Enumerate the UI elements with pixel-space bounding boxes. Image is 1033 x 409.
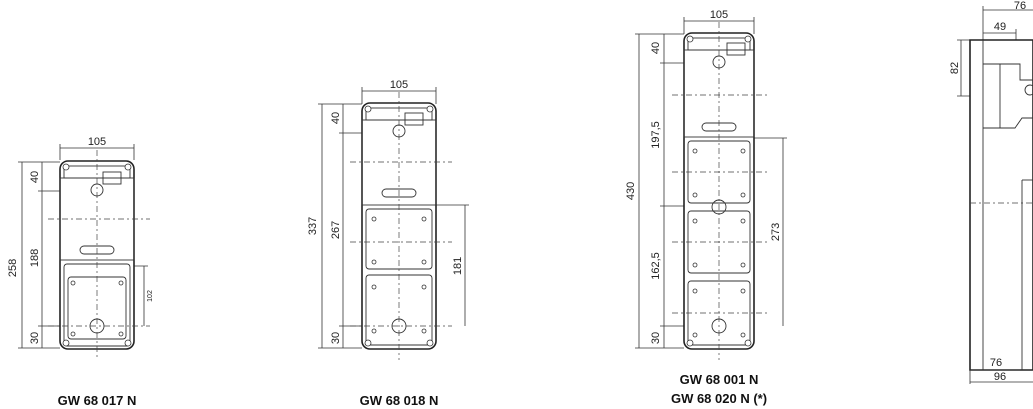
- width-label: 105: [88, 136, 106, 148]
- height-162-label: 162,5: [650, 252, 662, 280]
- caption-line-1: GW 68 001 N: [680, 372, 759, 387]
- caption: GW 68 017 N: [58, 393, 137, 408]
- drawing-side-view: 76 49 82 76 96: [949, 0, 1033, 384]
- height-40-label: 40: [330, 112, 342, 124]
- height-102-label: 102: [147, 290, 154, 302]
- caption-line-2: GW 68 020 N (*): [671, 391, 767, 406]
- height-273-label: 273: [770, 223, 782, 241]
- height-181-label: 181: [452, 257, 464, 275]
- height-40-label: 40: [650, 42, 662, 54]
- depth-49-label: 49: [994, 21, 1006, 33]
- drawing-gw68018n: 105 337 267 40 30 181 GW 68 018 N: [307, 79, 469, 408]
- width-label: 105: [390, 79, 408, 91]
- height-30-label: 30: [29, 332, 41, 344]
- height-total-label: 337: [307, 217, 319, 235]
- height-40-label: 40: [29, 171, 41, 183]
- height-197-label: 197,5: [650, 121, 662, 149]
- caption: GW 68 018 N: [360, 393, 439, 408]
- height-30-label: 30: [650, 332, 662, 344]
- height-267-label: 267: [330, 221, 342, 239]
- height-188-label: 188: [29, 249, 41, 267]
- drawing-gw68017n: 105 258 188 40 30 102 GW 68 017 N: [7, 136, 154, 408]
- height-total-label: 258: [7, 259, 19, 277]
- depth-76-bottom-label: 76: [990, 357, 1002, 369]
- drawing-gw68001n: 105 430 197,5 162,5 40 30 273: [625, 9, 787, 406]
- height-30-label: 30: [330, 332, 342, 344]
- width-label: 105: [710, 9, 728, 21]
- height-total-label: 430: [625, 182, 637, 200]
- height-82-label: 82: [949, 62, 961, 74]
- depth-76-top-label: 76: [1014, 0, 1026, 12]
- depth-96-label: 96: [994, 371, 1006, 383]
